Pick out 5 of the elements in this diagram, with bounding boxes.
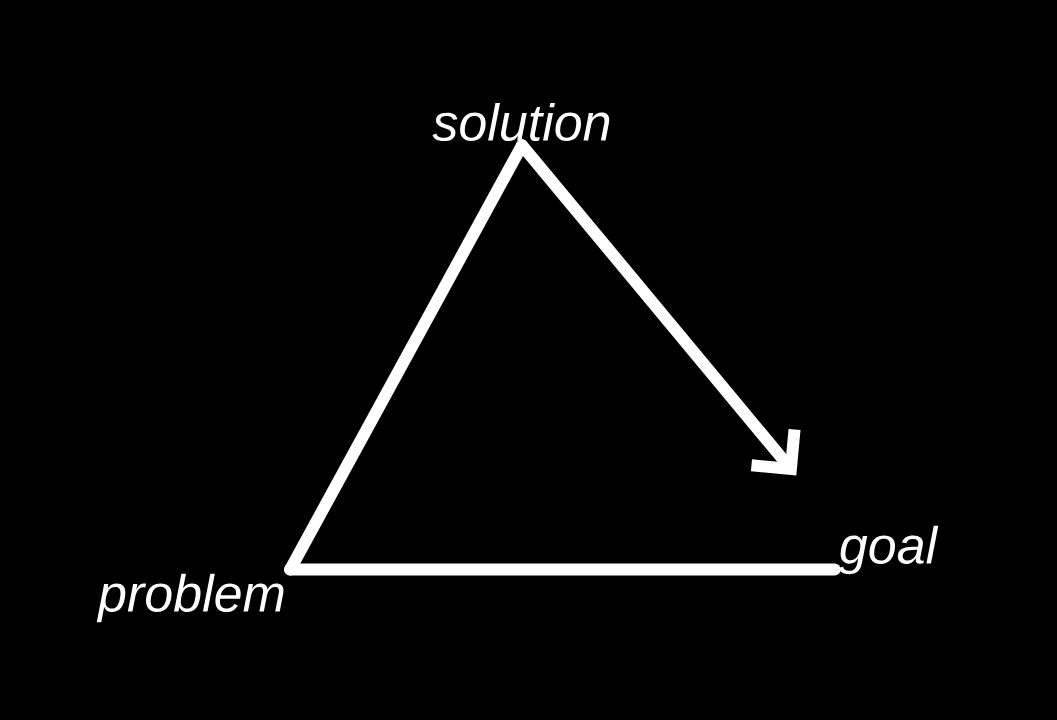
- node-label: solution: [432, 102, 610, 142]
- node-label: problem: [96, 573, 284, 623]
- node-label: goal: [838, 525, 939, 575]
- arrow: [516, 139, 801, 476]
- line: [284, 563, 841, 576]
